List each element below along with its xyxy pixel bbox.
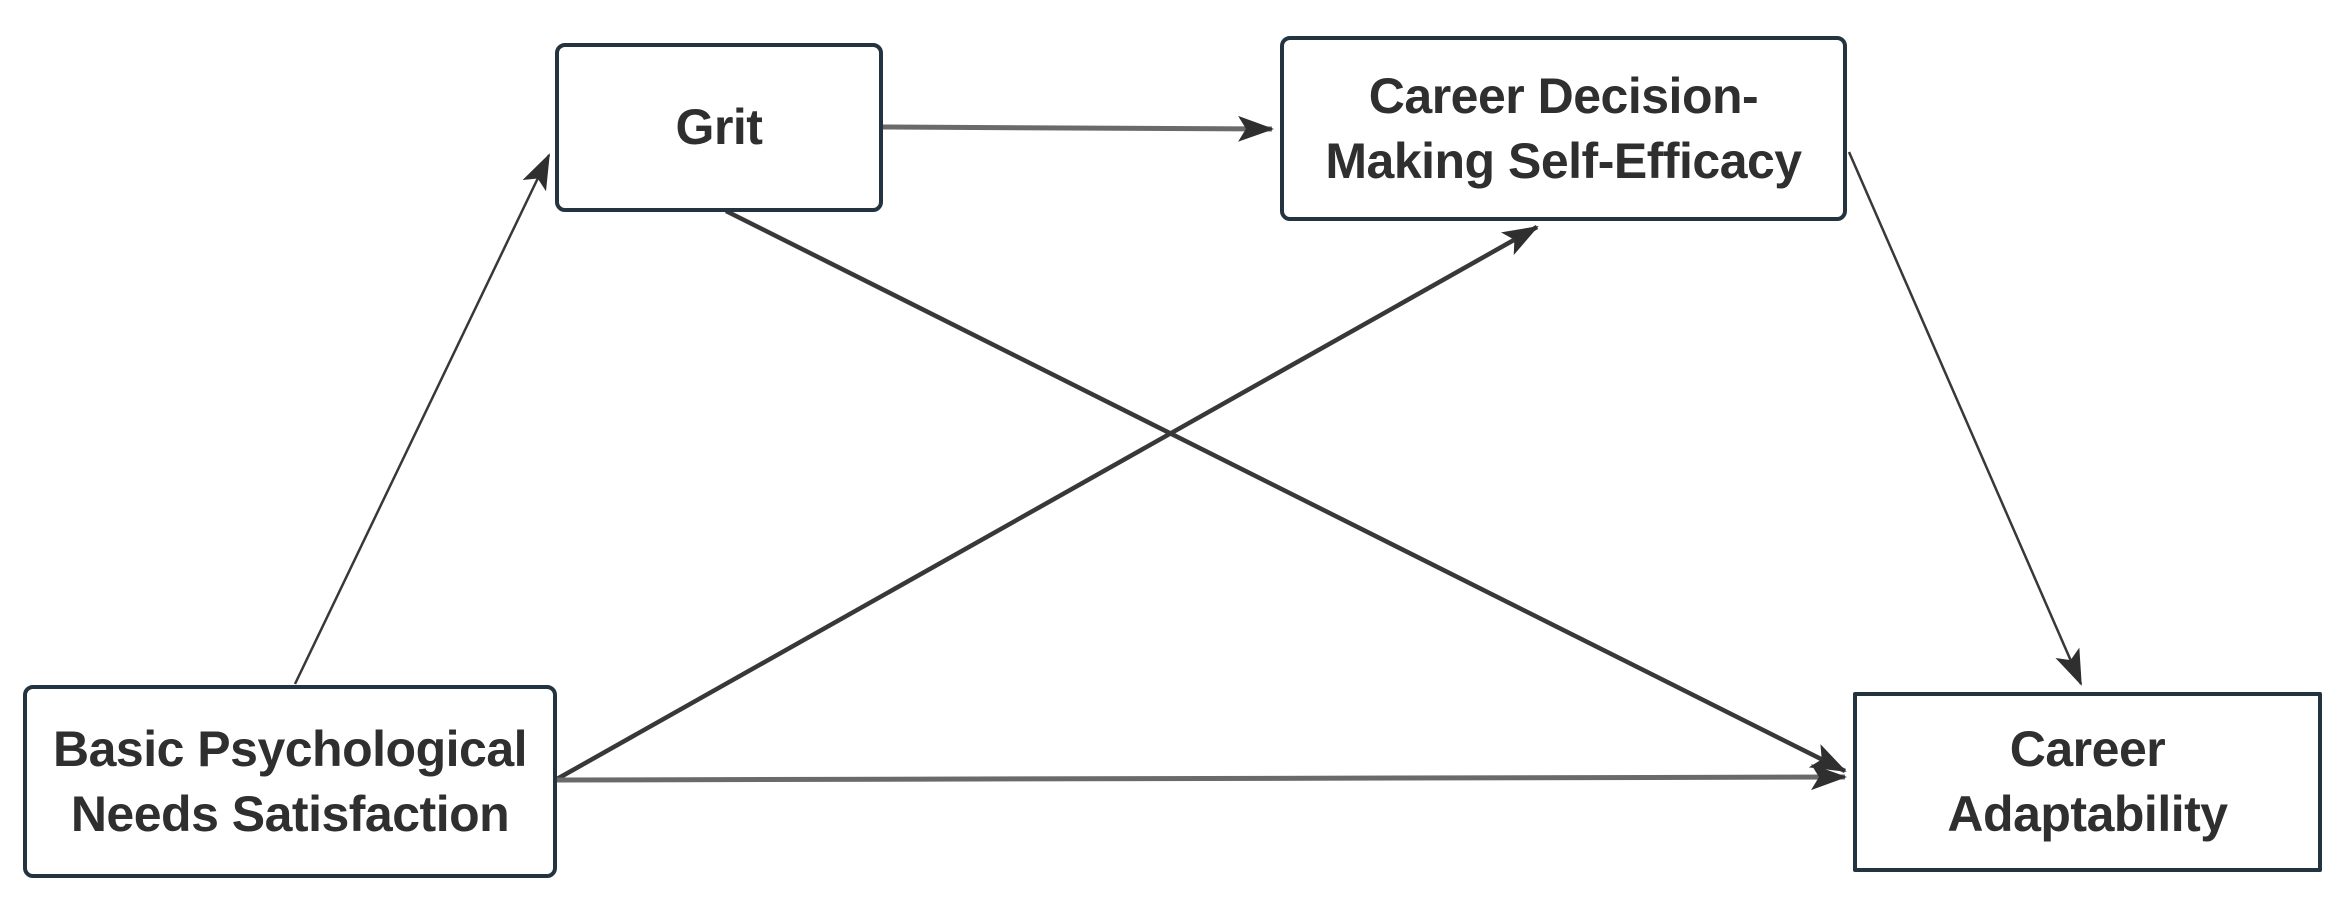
node-cdmse-label-line2: Making Self-Efficacy [1325, 132, 1802, 189]
node-grit: Grit [555, 43, 883, 212]
edge-grit-ca-arrow [724, 208, 1847, 774]
node-career-decision-making-self-efficacy: Career Decision- Making Self-Efficacy [1280, 36, 1847, 221]
node-ca-label-line2: Adaptability [1947, 786, 2228, 842]
edge-bpns-ca-arrow [555, 764, 1847, 791]
node-bpns-label-line1: Basic Psychological [52, 720, 528, 777]
node-career-adaptability: Career Adaptability [1853, 692, 2322, 872]
node-ca-label-line1: Career [2009, 721, 2166, 777]
edge-bpns-cdmse-arrow [555, 225, 1539, 781]
node-bpns-label-line2: Needs Satisfaction [70, 785, 510, 842]
edge-grit-cdmse-arrow [880, 115, 1274, 142]
node-basic-psychological-needs-satisfaction: Basic Psychological Needs Satisfaction [23, 685, 557, 878]
node-cdmse-label-line1: Career Decision- [1368, 67, 1759, 124]
node-grit-label: Grit [675, 99, 763, 155]
edge-bpns-grit-arrow [293, 153, 551, 685]
edge-cdmse-ca-arrow [1847, 151, 2083, 686]
